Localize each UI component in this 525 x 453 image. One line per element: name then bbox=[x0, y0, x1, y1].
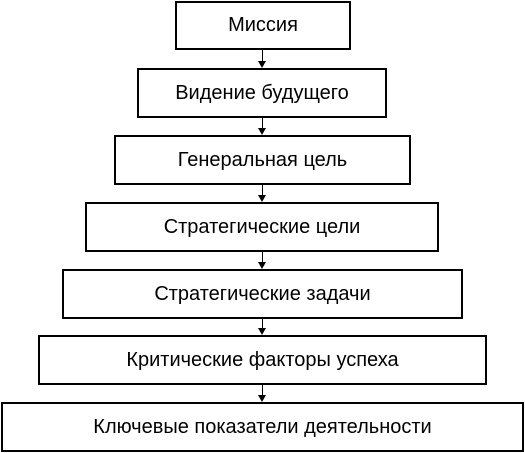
level-label: Генеральная цель bbox=[177, 148, 348, 171]
level-box-strategic-tasks: Стратегические задачи bbox=[62, 269, 463, 319]
level-box-critical-success-factors: Критические факторы успеха bbox=[38, 335, 487, 385]
level-box-mission: Миссия bbox=[175, 1, 351, 50]
level-box-kpi: Ключевые показатели деятельности bbox=[1, 402, 524, 452]
level-box-strategic-goals: Стратегические цели bbox=[85, 202, 439, 252]
level-box-vision: Видение будущего bbox=[137, 68, 387, 118]
level-label: Критические факторы успеха bbox=[126, 348, 399, 371]
level-label: Стратегические задачи bbox=[154, 282, 371, 305]
level-label: Видение будущего bbox=[175, 81, 349, 104]
level-label: Миссия bbox=[228, 14, 298, 36]
level-label: Стратегические цели bbox=[163, 215, 361, 238]
level-label: Ключевые показатели деятельности bbox=[93, 415, 432, 438]
level-box-general-goal: Генеральная цель bbox=[114, 135, 411, 185]
